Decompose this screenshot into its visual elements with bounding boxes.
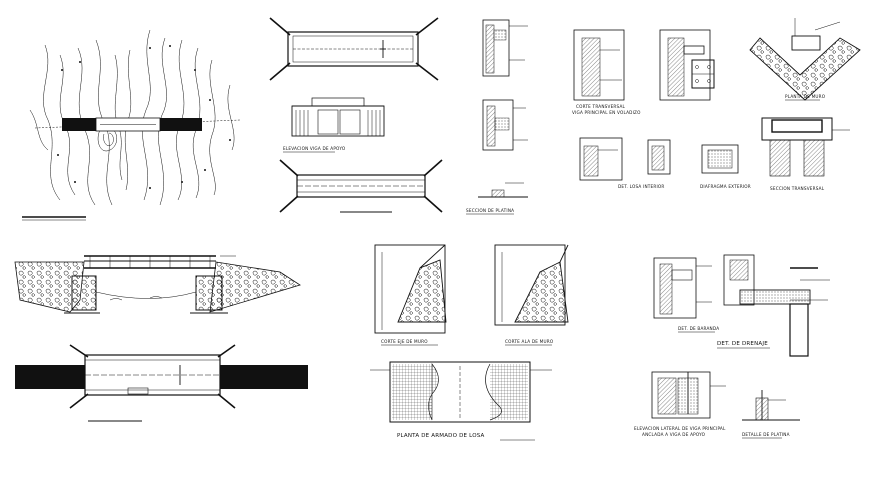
wall-wing-section: CORTE ALA DE MURO	[494, 244, 569, 346]
topographic-site-plan	[22, 29, 241, 221]
beam-lateral-elevation: ELEVACION LATERAL DE VIGA PRINCIPAL ANCL…	[634, 371, 726, 437]
plate-detail: DETALLE DE PLATINA	[742, 390, 800, 439]
label-corte-transversal: CORTE TRANSVERSAL	[576, 104, 626, 109]
label-det-baranda: DET. DE BARANDA	[678, 326, 719, 331]
bridge-plan-bottom	[15, 344, 308, 422]
drainage-detail: DET. DE DRENAJE	[717, 254, 830, 357]
label-anclada-viga-apoyo: ANCLADA A VIGA DE APOYO	[642, 432, 706, 437]
cross-section-connection-detail	[659, 29, 715, 101]
bridge-plan-top	[269, 17, 439, 81]
label-planta-armado-losa: PLANTA DE ARMADO DE LOSA	[397, 433, 485, 439]
railing-detail: DET. DE BARANDA	[653, 257, 719, 333]
detail-column-small: SECCION DE PLATINA	[466, 19, 528, 215]
cross-section-beam-cantilever: CORTE TRANSVERSAL VIGA PRINCIPAL EN VOLA…	[572, 29, 641, 115]
label-diafragma-exterior: DIAFRAGMA EXTERIOR	[700, 184, 751, 189]
label-det-drenaje: DET. DE DRENAJE	[717, 341, 768, 347]
elevation-support-beam: ELEVACION VIGA DE APOYO	[283, 97, 385, 153]
bridge-elevation	[14, 255, 301, 314]
label-det-losa-interior: DET. LOSA INTERIOR	[618, 184, 665, 189]
label-elev-viga-apoyo: ELEVACION VIGA DE APOYO	[283, 146, 346, 151]
label-detalle-platina: DETALLE DE PLATINA	[742, 432, 790, 437]
detail-exterior-diaphragm: DIAFRAGMA EXTERIOR	[647, 139, 751, 189]
label-corte-ala-muro: CORTE ALA DE MURO	[505, 339, 554, 344]
label-corte-eje-muro: CORTE EJE DE MURO	[381, 339, 428, 344]
detail-slab-interior: DET. LOSA INTERIOR	[579, 137, 665, 189]
label-seccion-transversal: SECCION TRANSVERSAL	[770, 186, 825, 191]
label-planta-muro: PLANTA DE MURO	[785, 94, 826, 99]
bridge-plan-middle	[279, 159, 443, 213]
slab-reinforcement-plan: PLANTA DE ARMADO DE LOSA	[370, 361, 552, 441]
label-viga-principal-voladizo: VIGA PRINCIPAL EN VOLADIZO	[572, 110, 641, 115]
wall-plan-detail: PLANTA DE MURO	[749, 18, 861, 101]
label-seccion-platina: SECCION DE PLATINA	[466, 208, 514, 213]
label-elev-lateral-viga: ELEVACION LATERAL DE VIGA PRINCIPAL	[634, 426, 726, 431]
wall-axis-section: CORTE EJE DE MURO	[374, 244, 447, 346]
detail-transverse-section: SECCION TRANSVERSAL	[761, 117, 850, 191]
